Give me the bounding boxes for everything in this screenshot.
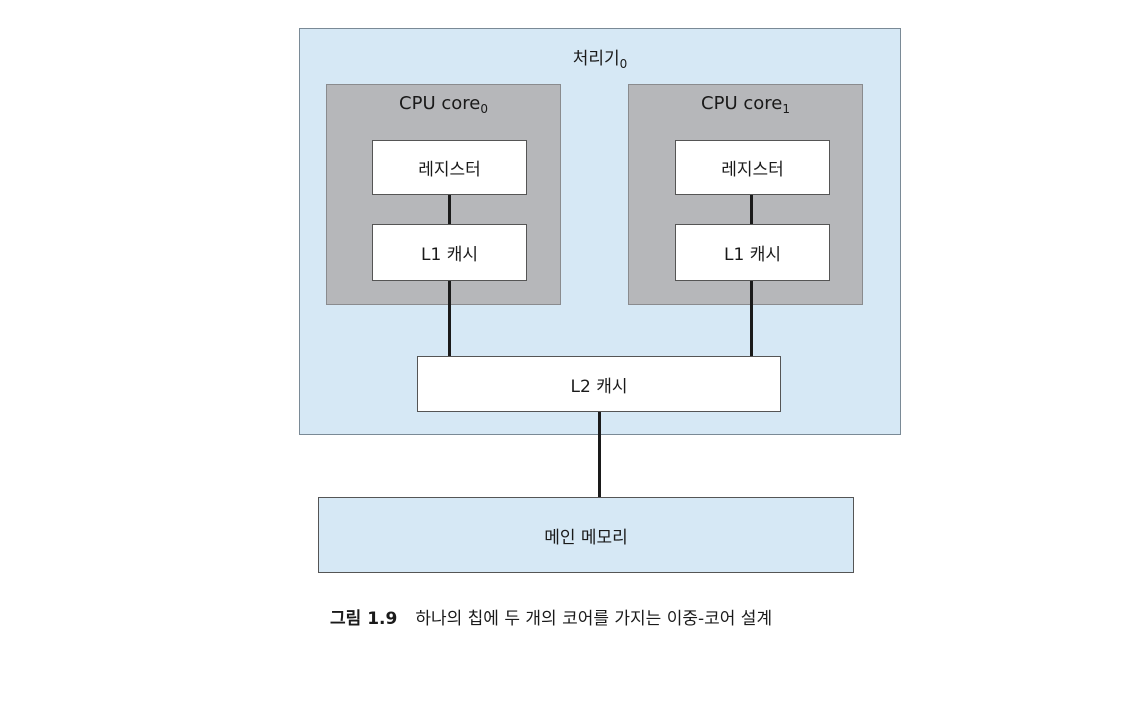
figure-caption-text: 하나의 칩에 두 개의 코어를 가지는 이중-코어 설계 <box>415 609 773 629</box>
processor-title: 처리기0 <box>300 44 900 71</box>
cpu-core-0-title: CPU core0 <box>327 93 560 116</box>
cpu-core-1-title-subscript: 1 <box>782 102 790 116</box>
figure-label: 그림 1.9 <box>330 609 398 629</box>
connector-l2-memory <box>598 412 601 497</box>
processor-title-subscript: 0 <box>619 57 628 71</box>
cpu-core-0-title-text: CPU core <box>399 93 481 114</box>
core-1-register-box: 레지스터 <box>675 140 830 195</box>
l2-cache-box: L2 캐시 <box>417 356 781 412</box>
figure-caption: 그림 1.9 하나의 칩에 두 개의 코어를 가지는 이중-코어 설계 <box>330 604 772 629</box>
core-0-register-box: 레지스터 <box>372 140 527 195</box>
cpu-core-1-title-text: CPU core <box>701 93 783 114</box>
cpu-core-1-title: CPU core1 <box>629 93 862 116</box>
cpu-core-0-title-subscript: 0 <box>480 102 488 116</box>
connector-core0-register-l1 <box>448 195 451 224</box>
main-memory-box: 메인 메모리 <box>318 497 854 573</box>
connector-core0-l1-l2 <box>448 281 451 356</box>
core-1-l1-cache-box: L1 캐시 <box>675 224 830 281</box>
core-0-l1-cache-box: L1 캐시 <box>372 224 527 281</box>
connector-core1-l1-l2 <box>750 281 753 356</box>
processor-title-text: 처리기 <box>572 49 620 69</box>
connector-core1-register-l1 <box>750 195 753 224</box>
